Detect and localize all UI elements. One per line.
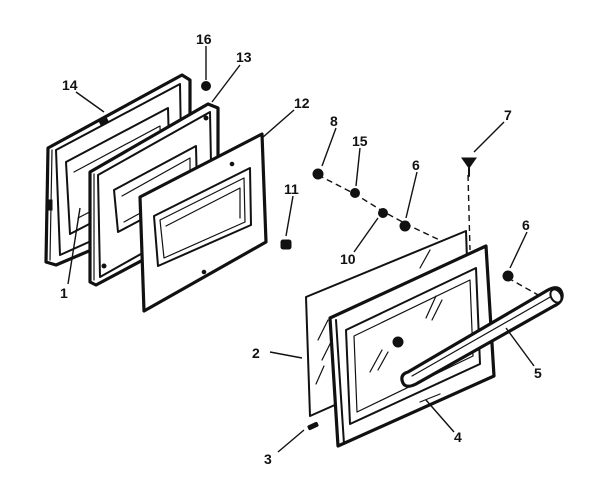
part-10-spacer — [378, 208, 388, 218]
callout-16: 16 — [196, 31, 212, 47]
callout-3: 3 — [264, 451, 272, 467]
callout-14: 14 — [62, 77, 78, 93]
callout-10: 10 — [340, 251, 356, 267]
part-15-washer — [350, 188, 360, 198]
part-4-outer-door-frame — [328, 244, 496, 448]
callout-5: 5 — [534, 365, 542, 381]
callout-7: 7 — [504, 107, 512, 123]
callout-4: 4 — [454, 429, 462, 445]
part-6-spacer-right — [502, 270, 514, 282]
part-11-bumper — [280, 239, 292, 250]
part-16-screw — [201, 81, 211, 91]
callout-15: 15 — [352, 133, 368, 149]
callout-2: 2 — [252, 345, 260, 361]
leader-lines — [67, 46, 535, 453]
part-5-door-handle — [400, 286, 564, 388]
part-3-clip — [307, 421, 319, 431]
callout-8-left: 8 — [330, 113, 338, 129]
callout-6-upper: 6 — [412, 157, 420, 173]
part-8-screw-left — [312, 168, 324, 180]
callout-labels: 16 13 14 12 11 1 8 15 6 7 6 10 2 5 4 3 — [60, 31, 542, 467]
part-7-screw — [461, 157, 477, 177]
callout-1: 1 — [60, 285, 68, 301]
callout-12: 12 — [294, 95, 310, 111]
part-6-spacer-upper — [399, 220, 411, 232]
callout-6-right: 6 — [522, 217, 530, 233]
part-12-window-frame-panel — [138, 132, 268, 313]
callout-11: 11 — [284, 181, 299, 197]
callout-13: 13 — [236, 49, 252, 65]
